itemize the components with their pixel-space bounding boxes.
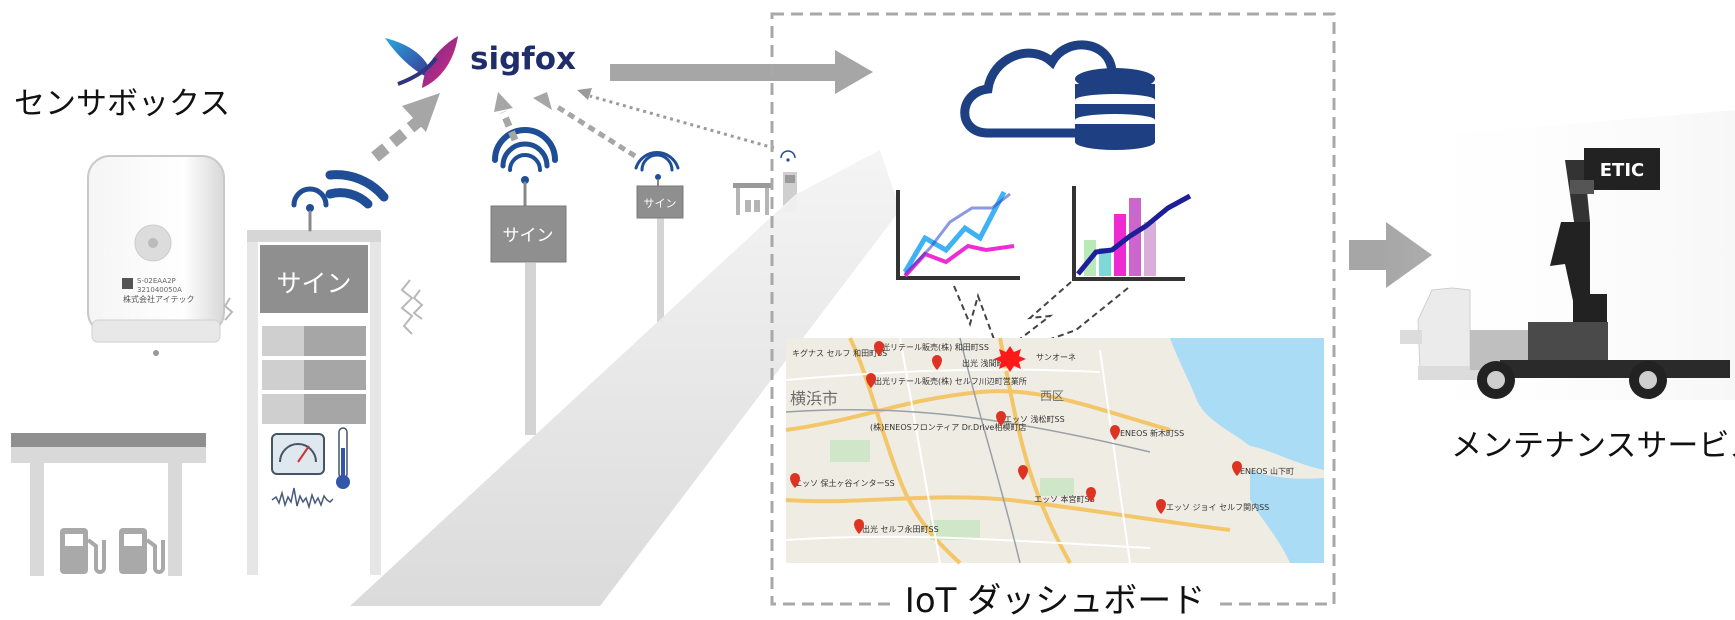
map-place: ENEOS 山下町 [1240, 466, 1294, 476]
map-labels: キグナス セルフ 和田町SS 出光リテール販売(株) 和田町SS 出光 浅間町S… [790, 342, 1294, 534]
sign-mid-label: サイン [503, 226, 554, 246]
map-pin-icon [854, 519, 864, 534]
fuel-pump-icon [60, 528, 106, 574]
fuel-pump-icon [119, 528, 165, 574]
sign-post-small [636, 185, 684, 323]
gauge-meter-icon [271, 433, 325, 475]
sigfox-brand-label: sigfox [470, 41, 576, 77]
map-place: 出光リテール販売(株) セルフ川辺町営業所 [874, 376, 1027, 386]
arrow-uplink-small [533, 92, 637, 159]
sign-post-mid [490, 205, 567, 435]
device-qr-line2: 321040050A [137, 286, 182, 294]
map-place: 出光リテール販売(株) 和田町SS [874, 342, 989, 352]
arrow-uplink-main [371, 93, 440, 162]
alert-burst-icon [994, 346, 1026, 372]
sign-small-label: サイン [644, 197, 677, 210]
map-pin-icon [790, 473, 800, 488]
bar-chart-icon [1072, 186, 1192, 281]
wireless-signal-icon [291, 170, 389, 232]
arrow-uplink-mid [494, 92, 519, 142]
map-place: エッソ 浅松町SS [1004, 414, 1065, 424]
map-place: サンオーネ [1036, 353, 1076, 362]
map-place: エッソ 本宮町SS [1034, 494, 1095, 504]
arrow-uplink-far [577, 88, 775, 150]
map-place: 出光 浅間町SS [962, 358, 1015, 368]
map-pin-icon [996, 411, 1006, 426]
map-pin-icon [932, 355, 942, 370]
map-pins [790, 341, 1242, 534]
map-place: エッソ 保土ヶ谷インターSS [794, 478, 895, 488]
chart-pointers [953, 281, 1129, 353]
map-pin-icon [1018, 465, 1028, 480]
maintenance-label: メンテナンスサービス [1451, 428, 1735, 464]
map-place: 西区 [1040, 389, 1064, 403]
sigfox-logo-icon [385, 36, 458, 88]
sensor-box-label: センサボックス [14, 86, 230, 122]
sign-tower [247, 230, 381, 575]
line-chart-icon [896, 190, 1020, 280]
wireless-signal-icon [492, 127, 558, 207]
map-place: ENEOS 新木町SS [1120, 428, 1184, 438]
vibration-icon [223, 279, 424, 335]
map-place: エッソ ジョイ セルフ関内SS [1166, 502, 1269, 512]
sensor-device: S-02EAA2P 321040050A 株式会社アイテック [87, 155, 225, 356]
wireless-signal-icon [634, 151, 680, 187]
device-maker-label: 株式会社アイテック [123, 294, 194, 304]
wireless-signal-icon [780, 150, 796, 162]
map-pin-icon [1086, 487, 1096, 502]
sign-main-label: サイン [276, 269, 351, 298]
etic-tag-label: ETIC [1600, 160, 1644, 181]
map-pin-icon [1110, 425, 1120, 440]
arrow-to-cloud [610, 50, 873, 94]
map-place: 横浜市 [790, 389, 838, 408]
truck-icon [1400, 148, 1730, 399]
map-place: (株)ENEOSフロンティア Dr.Drive相模町店 [870, 422, 1026, 432]
thermometer-icon [336, 427, 350, 489]
map-place: 出光 セルフ永田町SS [862, 524, 939, 534]
map-pin-icon [1232, 461, 1242, 476]
map-pin-icon [1156, 499, 1166, 514]
cloud-database-icon [960, 40, 1155, 150]
waveform-icon [271, 487, 334, 510]
map-pin-icon [866, 373, 876, 388]
device-qr-line1: S-02EAA2P [137, 277, 176, 285]
road [350, 150, 900, 606]
map-panel [785, 337, 1324, 565]
map-place: キグナス セルフ 和田町SS [792, 348, 887, 358]
map-pin-icon [874, 341, 884, 356]
gas-station [11, 433, 206, 576]
dashboard-caption: IoT ダッシュボード [905, 581, 1205, 620]
